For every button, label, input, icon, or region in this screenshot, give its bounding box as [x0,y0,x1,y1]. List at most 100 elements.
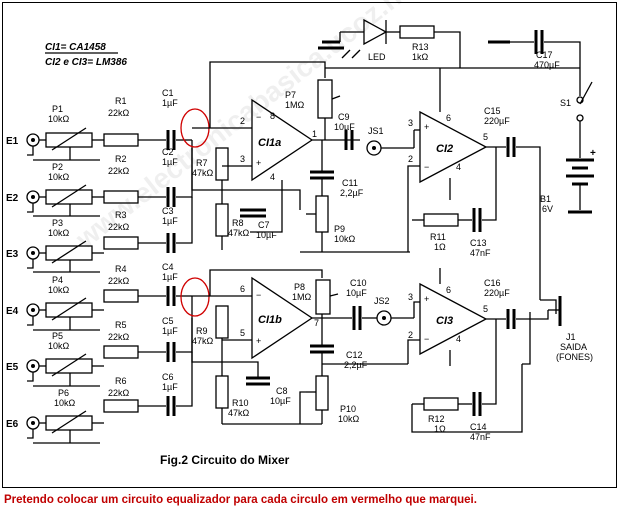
cap-value: 1µF [162,216,178,226]
cap-label: C2 [162,147,174,157]
svg-text:1Ω: 1Ω [434,242,446,252]
svg-text:1Ω: 1Ω [434,424,446,434]
jack-label: E2 [6,193,19,204]
jack-label: E6 [6,419,19,430]
svg-text:+: + [424,294,429,304]
res-label: R4 [115,264,127,274]
svg-text:R11: R11 [430,232,446,242]
op-amp-ci3 [419,282,488,356]
svg-text:CI1b: CI1b [258,314,282,326]
power-section: LED R13 1kΩ C17 470µF S1 [318,18,596,365]
cap-value: 1µF [162,98,178,108]
res-value: 22kΩ [108,276,130,286]
svg-text:10µF: 10µF [270,396,291,406]
svg-text:220µF: 220µF [484,116,510,126]
jack-label: E3 [6,249,19,260]
svg-text:47kΩ: 47kΩ [192,336,214,346]
svg-text:47kΩ: 47kΩ [228,228,250,238]
svg-text:C17: C17 [536,50,553,60]
pot-value: 10kΩ [48,172,70,182]
svg-text:C9: C9 [338,112,350,122]
svg-text:2: 2 [240,116,245,126]
input-stages: E1 P1 10kΩ R1 22kΩ C1 1µF E2 P2 [6,88,193,444]
pot-value: 10kΩ [48,341,70,351]
svg-text:C12: C12 [346,350,363,360]
res-label: R2 [115,154,127,164]
pot-label: P1 [52,104,63,114]
jack-label: E5 [6,362,19,373]
svg-text:LED: LED [368,52,386,62]
svg-text:C16: C16 [484,278,501,288]
svg-text:CI3: CI3 [436,315,453,327]
svg-text:+: + [590,148,596,159]
input-stage-3: E3 P3 10kΩ R3 22kΩ C3 1µF [6,197,193,273]
svg-text:R12: R12 [428,414,445,424]
input-stage-6: E6 P6 10kΩ R6 22kΩ C6 1µF [6,352,193,444]
pot-label: P4 [52,275,63,285]
svg-text:2,2µF: 2,2µF [340,188,364,198]
res-label: R6 [115,376,127,386]
svg-text:2: 2 [408,330,413,340]
svg-text:2,2µF: 2,2µF [344,360,368,370]
svg-text:220µF: 220µF [484,288,510,298]
cap-value: 1µF [162,272,178,282]
jack-label: E1 [6,136,19,147]
svg-text:+: + [256,158,261,168]
figure-caption: Fig.2 Circuito do Mixer [160,453,290,467]
svg-text:8: 8 [270,111,275,121]
svg-text:47kΩ: 47kΩ [192,168,214,178]
svg-text:3: 3 [408,292,413,302]
input-stage-1: E1 P1 10kΩ R1 22kΩ C1 1µF [6,88,192,161]
svg-text:10µF: 10µF [256,230,277,240]
svg-text:P8: P8 [294,282,305,292]
svg-text:JS1: JS1 [368,126,384,136]
svg-text:1MΩ: 1MΩ [285,100,305,110]
svg-text:5: 5 [483,304,488,314]
svg-text:SAIDA: SAIDA [560,342,587,352]
svg-text:R7: R7 [196,158,208,168]
pot-value: 10kΩ [48,228,70,238]
svg-text:B1: B1 [540,194,551,204]
svg-text:10kΩ: 10kΩ [338,414,360,424]
input-stage-4: E4 P4 10kΩ R4 22kΩ C4 1µF [6,262,192,331]
led-diode [363,18,388,46]
svg-text:470µF: 470µF [534,60,560,70]
res-value: 22kΩ [108,332,130,342]
svg-text:10kΩ: 10kΩ [334,234,356,244]
schematic-frame [2,2,617,488]
res-label: R1 [115,96,127,106]
pot-label: P3 [52,218,63,228]
op-amp-ci1a [251,98,314,182]
svg-text:4: 4 [456,162,461,172]
svg-text:47kΩ: 47kΩ [228,408,250,418]
pot-label: P2 [52,162,63,172]
svg-text:1MΩ: 1MΩ [292,292,312,302]
svg-text:−: − [256,290,261,300]
svg-text:3: 3 [408,118,413,128]
jack-label: E4 [6,306,19,317]
svg-text:5: 5 [240,328,245,338]
svg-text:R13: R13 [412,42,429,52]
svg-text:+: + [256,336,261,346]
svg-text:1: 1 [312,129,317,139]
res-value: 22kΩ [108,108,130,118]
red-circle-bottom [180,277,210,317]
res-label: R5 [115,320,127,330]
svg-text:CI1a: CI1a [258,137,281,149]
svg-text:6: 6 [446,113,451,123]
pot-value: 10kΩ [48,285,70,295]
svg-text:R10: R10 [232,398,249,408]
svg-text:4: 4 [270,172,275,182]
svg-text:3: 3 [240,154,245,164]
svg-text:CI2: CI2 [436,143,453,155]
pot-value: 10kΩ [48,114,70,124]
res-value: 22kΩ [108,388,130,398]
op-amp-ci1b [251,276,314,360]
note-ci2-ci3: CI2 e CI3= LM386 [45,57,127,68]
cap-label: C3 [162,206,174,216]
res-value: 22kΩ [108,222,130,232]
svg-text:1kΩ: 1kΩ [412,52,429,62]
top-channel: CI1a − + 2 3 8 4 1 P7 1MΩ R7 47kΩ [191,61,541,300]
